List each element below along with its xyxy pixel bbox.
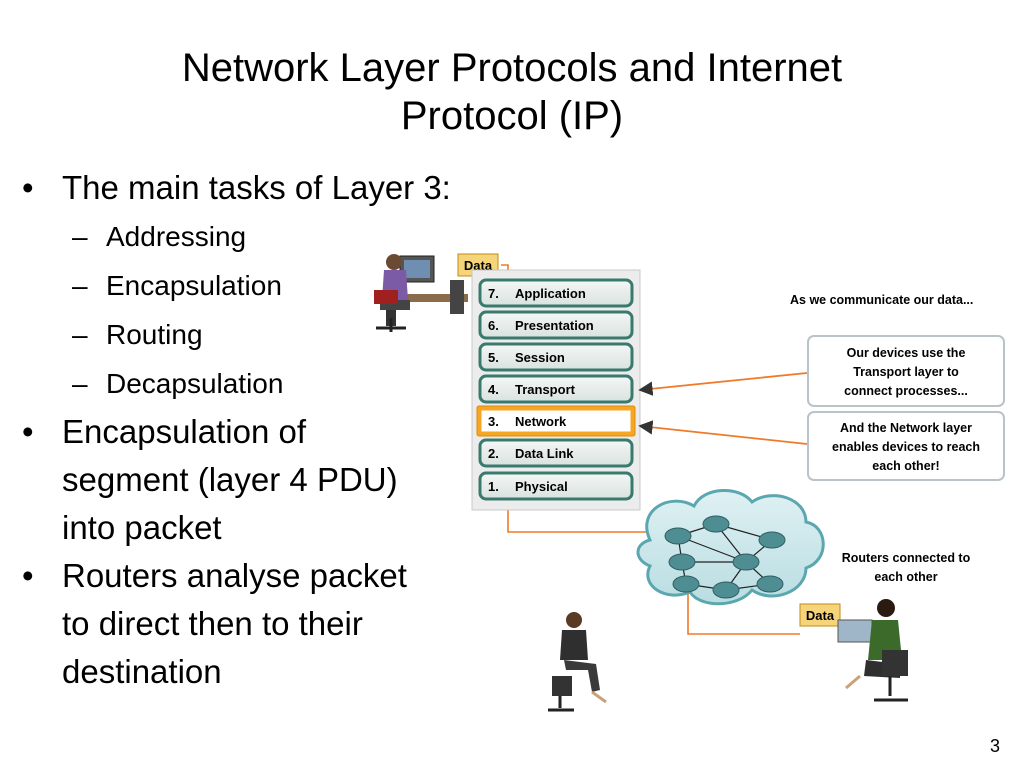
sender-data-label: Data [464,258,493,273]
layer-name: Physical [515,479,568,494]
layer-application: 7. Application [478,278,634,308]
callout-line: each other! [872,459,939,473]
receiver-data-tag [799,603,841,627]
bullet-list: • The main tasks of Layer 3: – Addressin… [22,164,492,696]
router-cloud-icon [636,489,825,606]
bullet-text-line-3: into packet [62,509,222,546]
layer-name: Session [515,350,565,365]
callout-line: Transport layer to [853,365,959,379]
bullet-text-line-2: segment (layer 4 PDU) [62,461,398,498]
bullet-text-line-1: Encapsulation of [62,413,307,450]
receiver-data-label: Data [806,608,835,623]
routers-caption-line-2: each other [874,570,937,584]
slide-title: Network Layer Protocols and Internet Pro… [90,44,934,140]
layer-number: 4. [488,382,499,397]
sub-bullet-text: Decapsulation [106,368,284,399]
layer-session: 5. Session [478,342,634,372]
sub-dash: – [72,319,88,350]
callout-line: enables devices to reach [832,440,980,454]
bullet-text-line-1: Routers analyse packet [62,557,407,594]
woman-seated-icon [548,612,607,712]
bullet-routers-analyse: • Routers analyse packet to direct then … [22,552,492,696]
layer-physical: 1. Physical [478,471,634,501]
bullet-text-line-3: destination [62,653,222,690]
layer-name: Transport [515,382,576,397]
layer-network: 3. Network [476,405,636,437]
sub-bullet-encapsulation: – Encapsulation [22,261,492,310]
sub-bullet-routing: – Routing [22,310,492,359]
layer-name: Application [515,286,586,301]
layer-data-link: 2. Data Link [478,438,634,468]
layer-number: 3. [488,414,499,429]
layer-name: Presentation [515,318,594,333]
sub-dash: – [72,221,88,252]
callout-line: connect processes... [844,384,968,398]
title-line-2: Protocol (IP) [400,94,624,138]
slide-number: 3 [990,736,1001,756]
title-line-1: Network Layer Protocols and Internet [181,46,843,90]
arrow-to-network [638,420,808,445]
layer-number: 7. [488,286,499,301]
sub-dash: – [72,368,88,399]
layer-number: 5. [488,350,499,365]
bullet-dot: • [22,557,34,594]
bullet-main-tasks: • The main tasks of Layer 3: [22,164,492,212]
bullet-dot: • [22,413,34,450]
layer-name: Network [515,414,567,429]
callout-transport: Our devices use the Transport layer to c… [807,335,1005,407]
osi-network-diagram: Data 7. Application 6. Presentation 5. S… [374,253,1005,712]
sub-bullet-text: Routing [106,319,203,350]
sub-bullet-text: Encapsulation [106,270,282,301]
bullet-encapsulation-segment: • Encapsulation of segment (layer 4 PDU)… [22,408,492,552]
callout-line: And the Network layer [840,421,972,435]
layer-presentation: 6. Presentation [478,310,634,340]
bullet-text-line-2: to direct then to their [62,605,363,642]
caption-communicate: As we communicate our data... [790,293,973,307]
layer-number: 1. [488,479,499,494]
bullet-dot: • [22,169,34,206]
receiver-person-icon [837,599,908,702]
arrow-to-transport [638,372,808,396]
routers-caption-line-1: Routers connected to [842,551,971,565]
sub-dash: – [72,270,88,301]
sub-bullet-addressing: – Addressing [22,212,492,261]
callout-network: And the Network layer enables devices to… [807,411,1005,481]
sender-person-icon [374,254,468,332]
bullet-text: The main tasks of Layer 3: [62,169,451,206]
layer-number: 6. [488,318,499,333]
sub-bullet-decapsulation: – Decapsulation [22,359,492,408]
layer-number: 2. [488,446,499,461]
callout-line: Our devices use the [847,346,966,360]
layer-name: Data Link [515,446,574,461]
sub-bullet-text: Addressing [106,221,247,252]
layer-transport: 4. Transport [478,374,634,404]
data-delivery-line [687,585,800,635]
